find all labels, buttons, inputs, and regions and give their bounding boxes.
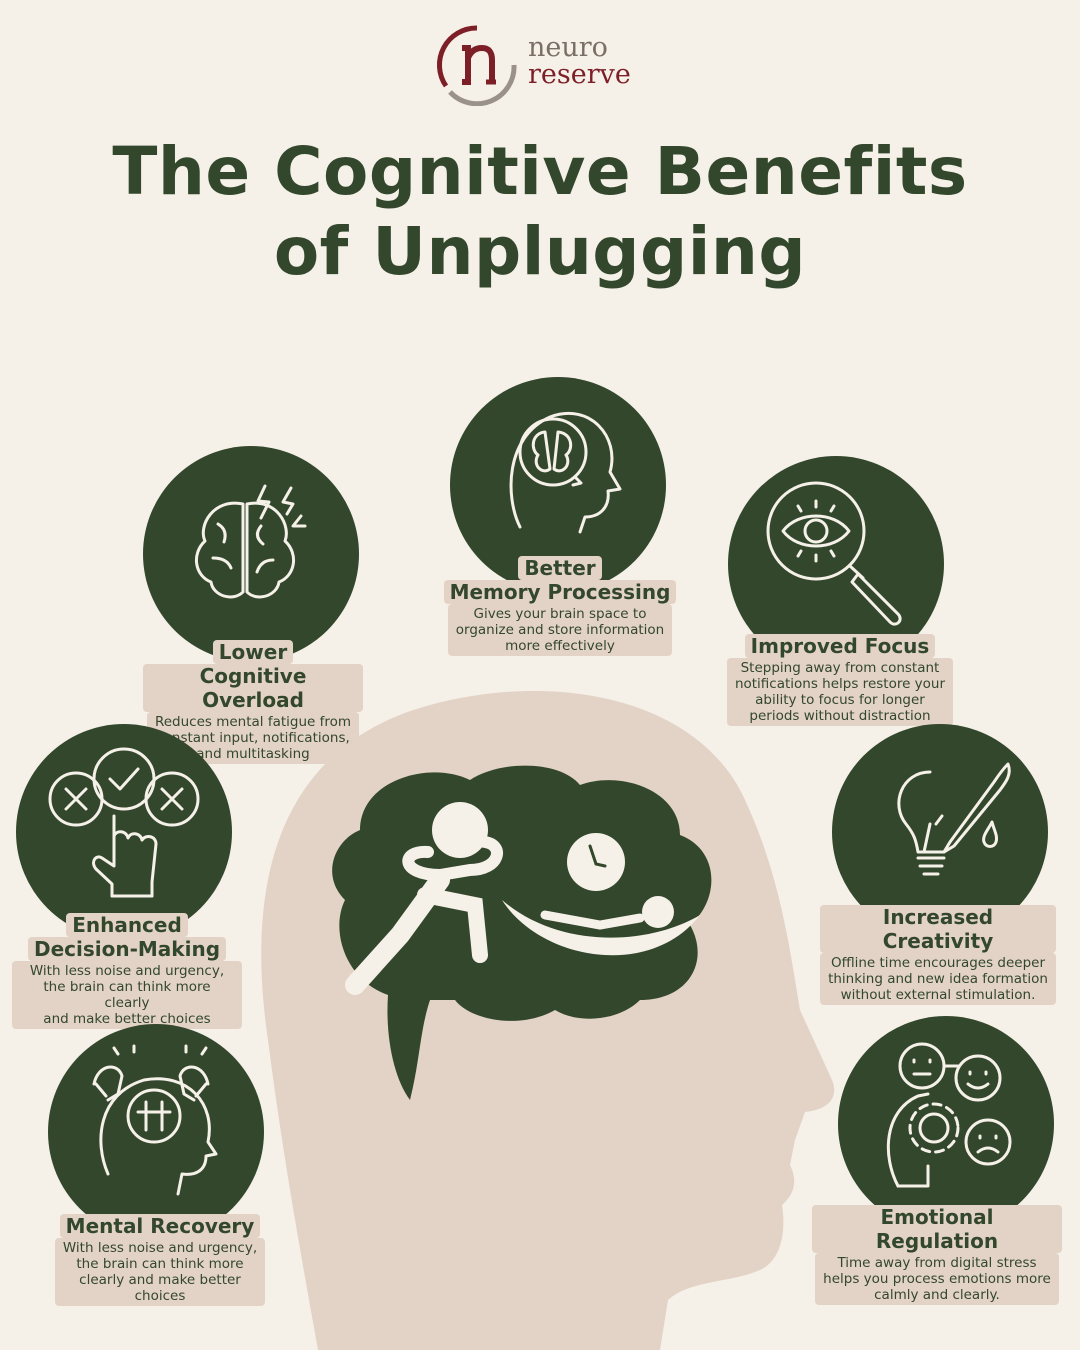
logo-word-reserve: reserve	[528, 59, 631, 90]
overload-circle	[143, 446, 359, 662]
emotion-heading: Emotional Regulation	[812, 1205, 1062, 1253]
recovery-label: Mental Recovery With less noise and urge…	[50, 1214, 270, 1306]
recovery-circle	[48, 1024, 264, 1240]
memory-label: Better Memory Processing Gives your brai…	[440, 556, 680, 656]
focus-heading: Improved Focus	[744, 634, 936, 658]
decision-heading-1: Enhanced	[66, 913, 188, 937]
emotion-desc-line: helps you process emotions more	[823, 1271, 1051, 1287]
strong-brain-head-icon	[92, 1044, 218, 1196]
decision-desc-line: and make better choices	[43, 1011, 211, 1027]
emotion-faces-head-icon	[886, 1042, 1012, 1188]
brand-logo: neuro reserve	[436, 24, 656, 107]
recovery-description: With less noise and urgency, the brain c…	[54, 1238, 266, 1306]
decision-label: Enhanced Decision-Making With less noise…	[12, 913, 242, 1029]
memory-desc-line: organize and store information	[455, 622, 665, 638]
overload-desc-line: Reduces mental fatigue from	[154, 714, 352, 730]
emotion-label: Emotional Regulation Time away from digi…	[812, 1205, 1062, 1305]
magnifier-eye-icon	[766, 481, 902, 626]
title-line-2: of Unplugging	[273, 213, 807, 290]
head-brain-cycle-icon	[509, 411, 622, 534]
creativity-desc-line: without external stimulation.	[840, 987, 1036, 1003]
logo-word-neuro: neuro	[528, 32, 608, 63]
creativity-circle	[832, 724, 1048, 940]
memory-heading-1: Better	[518, 556, 602, 580]
lightbulb-brush-icon	[897, 762, 1011, 876]
creativity-desc-line: thinking and new idea formation	[828, 971, 1048, 987]
creativity-label: Increased Creativity Offline time encour…	[820, 905, 1056, 1005]
recovery-desc-line: With less noise and urgency,	[62, 1240, 258, 1256]
focus-label: Improved Focus Stepping away from consta…	[720, 634, 960, 726]
memory-desc-line: more effectively	[505, 638, 615, 654]
recovery-desc-line: choices	[134, 1288, 186, 1304]
overload-desc-line: constant input, notifications,	[156, 730, 350, 746]
checkmark-choice-hand-icon	[48, 747, 200, 898]
lightning-brain-icon	[195, 484, 307, 599]
focus-description: Stepping away from constant notification…	[726, 658, 954, 726]
recovery-desc-line: the brain can think more	[76, 1256, 244, 1272]
memory-heading-2: Memory Processing	[443, 580, 677, 604]
decision-desc-line: With less noise and urgency,	[29, 963, 225, 979]
decision-heading-2: Decision-Making	[27, 937, 227, 961]
title-line-1: The Cognitive Benefits	[112, 133, 968, 210]
recovery-heading: Mental Recovery	[59, 1214, 261, 1238]
decision-desc-line: the brain can think more clearly	[43, 979, 211, 1011]
decision-circle	[16, 724, 232, 940]
memory-desc-line: Gives your brain space to	[473, 606, 647, 622]
overload-label: Lower Cognitive Overload Reduces mental …	[143, 640, 363, 764]
overload-description: Reduces mental fatigue from constant inp…	[146, 712, 360, 764]
focus-desc-line: periods without distraction	[749, 708, 931, 724]
focus-desc-line: Stepping away from constant	[740, 660, 940, 676]
focus-desc-line: notifications helps restore your	[734, 676, 946, 692]
emotion-desc-line: Time away from digital stress	[837, 1255, 1037, 1271]
creativity-description: Offline time encourages deeper thinking …	[820, 953, 1056, 1005]
creativity-heading: Increased Creativity	[820, 905, 1056, 953]
overload-desc-line: and multitasking	[196, 746, 310, 762]
overload-heading-1: Lower	[212, 640, 294, 664]
memory-circle	[450, 377, 666, 593]
overload-heading-2: Cognitive Overload	[143, 664, 363, 712]
creativity-desc-line: Offline time encourages deeper	[830, 955, 1046, 971]
recovery-desc-line: clearly and make better	[79, 1272, 241, 1288]
logo-mark-icon	[437, 25, 517, 107]
page-title: The Cognitive Benefits of Unplugging	[0, 132, 1080, 292]
emotion-circle	[838, 1016, 1054, 1232]
memory-description: Gives your brain space to organize and s…	[447, 604, 673, 656]
focus-desc-line: ability to focus for longer	[755, 692, 925, 708]
emotion-desc-line: calmly and clearly.	[874, 1287, 1000, 1303]
emotion-description: Time away from digital stress helps you …	[815, 1253, 1059, 1305]
decision-description: With less noise and urgency, the brain c…	[12, 961, 242, 1029]
